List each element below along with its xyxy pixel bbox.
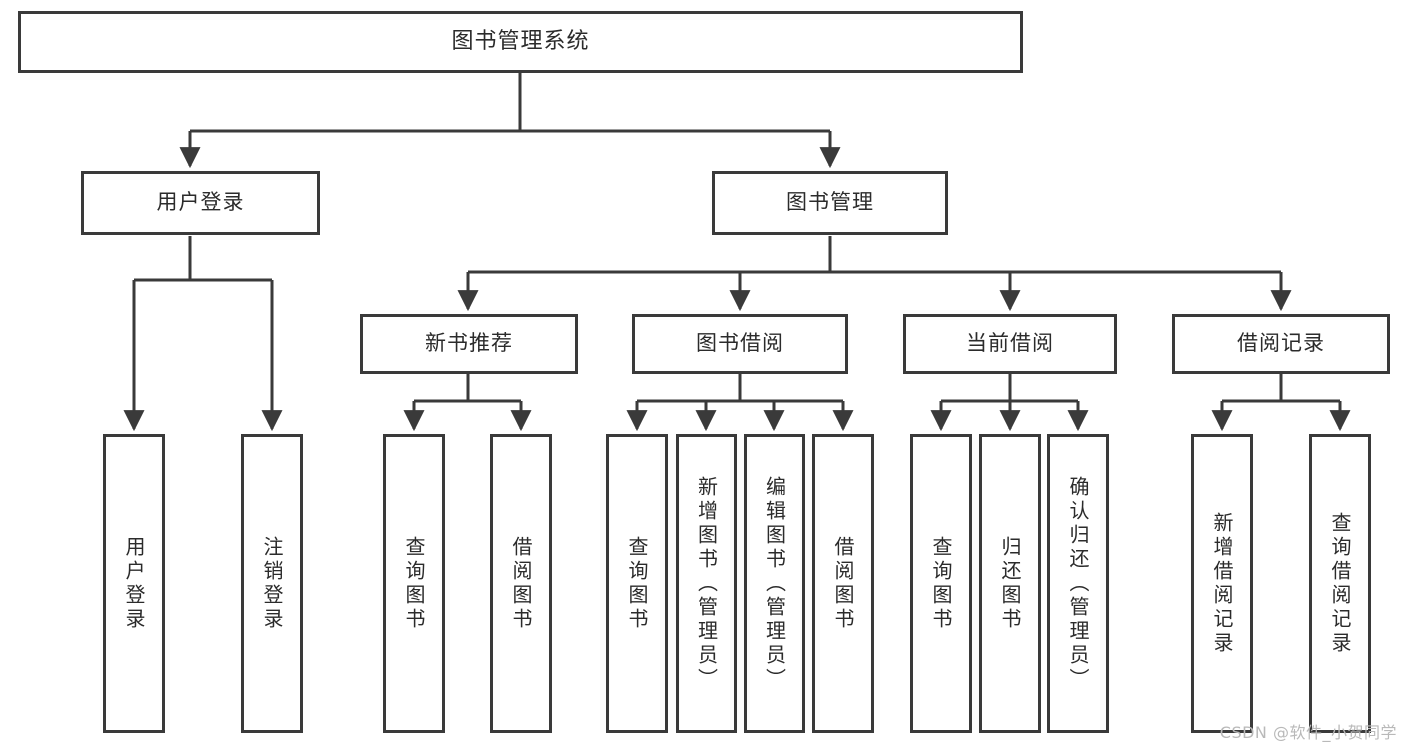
leaf-borrow-book[interactable]: 借阅图书	[812, 434, 874, 733]
node-user-login[interactable]: 用户登录	[81, 171, 320, 235]
node-book-borrow[interactable]: 图书借阅	[632, 314, 848, 374]
leaf-borrow-book-rec[interactable]: 借阅图书	[490, 434, 552, 733]
leaf-logout-login[interactable]: 注销登录	[241, 434, 303, 733]
leaf-add-borrow-record[interactable]: 新增借阅记录	[1191, 434, 1253, 733]
node-label: 查询图书	[929, 535, 953, 632]
leaf-return-book[interactable]: 归还图书	[979, 434, 1041, 733]
leaf-confirm-return-admin[interactable]: 确认归还（管理员）	[1047, 434, 1109, 733]
leaf-query-book-borrow[interactable]: 查询图书	[606, 434, 668, 733]
node-label: 新增图书（管理员）	[694, 475, 719, 692]
node-label: 查询图书	[402, 535, 426, 632]
node-new-book-recommend[interactable]: 新书推荐	[360, 314, 578, 374]
leaf-edit-book-admin[interactable]: 编辑图书（管理员）	[744, 434, 805, 733]
node-label: 查询图书	[625, 535, 649, 632]
node-label: 新增借阅记录	[1210, 511, 1234, 656]
node-label: 编辑图书（管理员）	[762, 475, 787, 692]
node-borrow-record[interactable]: 借阅记录	[1172, 314, 1390, 374]
leaf-user-login[interactable]: 用户登录	[103, 434, 165, 733]
node-label: 注销登录	[260, 535, 284, 632]
node-current-borrow[interactable]: 当前借阅	[903, 314, 1117, 374]
node-label: 图书管理系统	[451, 28, 590, 54]
node-label: 图书借阅	[696, 331, 784, 356]
node-label: 图书管理	[786, 190, 874, 215]
node-label: 用户登录	[156, 190, 245, 215]
node-label: 查询借阅记录	[1328, 511, 1352, 656]
node-root-book-system[interactable]: 图书管理系统	[18, 11, 1023, 73]
node-book-manage[interactable]: 图书管理	[712, 171, 948, 235]
csdn-watermark: CSDN @软件_小贺同学	[1219, 723, 1397, 742]
node-label: 借阅记录	[1237, 331, 1325, 356]
leaf-query-borrow-record[interactable]: 查询借阅记录	[1309, 434, 1371, 733]
leaf-query-book-current[interactable]: 查询图书	[910, 434, 972, 733]
node-label: 借阅图书	[831, 535, 855, 632]
node-label: 新书推荐	[425, 331, 513, 356]
node-label: 当前借阅	[966, 331, 1054, 356]
node-label: 归还图书	[998, 535, 1022, 632]
leaf-add-book-admin[interactable]: 新增图书（管理员）	[676, 434, 737, 733]
node-label: 借阅图书	[509, 535, 533, 632]
node-label: 确认归还（管理员）	[1066, 475, 1090, 692]
node-label: 用户登录	[122, 535, 146, 632]
leaf-query-book-rec[interactable]: 查询图书	[383, 434, 445, 733]
